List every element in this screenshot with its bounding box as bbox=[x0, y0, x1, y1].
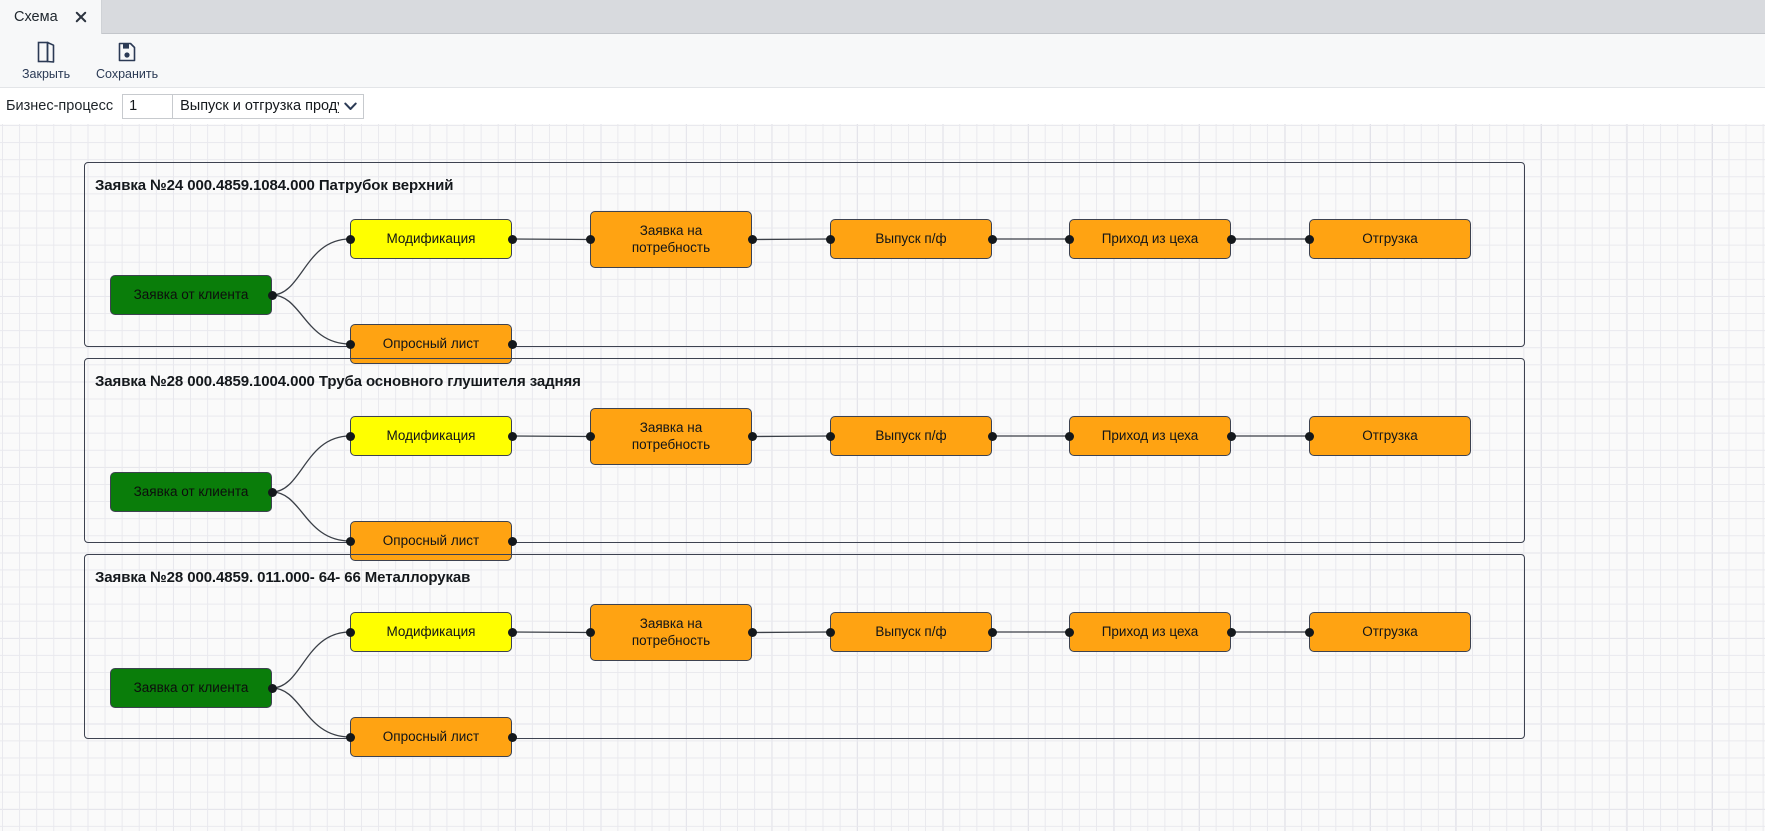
node-arrival-from-shop[interactable]: Приход из цеха bbox=[1069, 612, 1231, 652]
node-label: Модификация bbox=[386, 230, 476, 246]
node-shipment[interactable]: Отгрузка bbox=[1309, 612, 1471, 652]
business-process-select[interactable]: Выпуск и отгрузка проду bbox=[172, 93, 365, 119]
business-process-label: Бизнес-процесс bbox=[6, 98, 114, 114]
node-modification[interactable]: Модификация bbox=[350, 612, 512, 652]
node-modification[interactable]: Модификация bbox=[350, 219, 512, 259]
diagram-canvas[interactable]: Заявка №24 000.4859.1084.000 Патрубок ве… bbox=[0, 124, 1765, 831]
node-label: Отгрузка bbox=[1362, 230, 1418, 246]
business-process-select-value: Выпуск и отгрузка проду bbox=[180, 98, 340, 114]
node-label: Выпуск п/ф bbox=[875, 230, 947, 246]
tab-scheme[interactable]: Схема bbox=[0, 0, 102, 34]
diagram-group-title: Заявка №28 000.4859. 011.000- 64- 66 Мет… bbox=[95, 569, 471, 586]
parameter-bar: Бизнес-процесс 1 Выпуск и отгрузка проду bbox=[0, 88, 1765, 124]
node-survey-sheet[interactable]: Опросный лист bbox=[350, 717, 512, 757]
node-shipment[interactable]: Отгрузка bbox=[1309, 416, 1471, 456]
node-arrival-from-shop[interactable]: Приход из цеха bbox=[1069, 416, 1231, 456]
save-document-button[interactable]: Сохранить bbox=[88, 37, 166, 87]
diagram-group[interactable] bbox=[84, 358, 1525, 543]
node-semifinished-release[interactable]: Выпуск п/ф bbox=[830, 612, 992, 652]
node-semifinished-release[interactable]: Выпуск п/ф bbox=[830, 219, 992, 259]
node-semifinished-release[interactable]: Выпуск п/ф bbox=[830, 416, 992, 456]
node-label: Опросный лист bbox=[382, 532, 480, 548]
node-client-request[interactable]: Заявка от клиента bbox=[110, 275, 272, 315]
node-label: Опросный лист bbox=[382, 335, 480, 351]
node-label: Опросный лист bbox=[382, 728, 480, 744]
node-label: Приход из цеха bbox=[1101, 623, 1199, 639]
diagram-group[interactable] bbox=[84, 554, 1525, 739]
diagram-group-title: Заявка №24 000.4859.1084.000 Патрубок ве… bbox=[95, 177, 454, 194]
node-label: Модификация bbox=[386, 623, 476, 639]
node-label: Заявка от клиента bbox=[133, 286, 249, 302]
save-document-label: Сохранить bbox=[96, 67, 159, 81]
node-arrival-from-shop[interactable]: Приход из цеха bbox=[1069, 219, 1231, 259]
node-label: Заявка от клиента bbox=[133, 483, 249, 499]
door-exit-icon bbox=[36, 40, 56, 64]
node-label: Заявка от клиента bbox=[133, 679, 249, 695]
node-label: Приход из цеха bbox=[1101, 427, 1199, 443]
business-process-number-input[interactable]: 1 bbox=[122, 93, 173, 119]
close-document-button[interactable]: Закрыть bbox=[14, 37, 78, 87]
node-client-request[interactable]: Заявка от клиента bbox=[110, 668, 272, 708]
node-label: Приход из цеха bbox=[1101, 230, 1199, 246]
close-icon[interactable] bbox=[74, 10, 88, 24]
close-document-label: Закрыть bbox=[22, 67, 71, 81]
tab-strip: Схема bbox=[0, 0, 1765, 34]
tab-label: Схема bbox=[14, 9, 58, 25]
toolbar: Закрыть Сохранить 0 bbox=[0, 34, 1765, 119]
node-label: Выпуск п/ф bbox=[875, 623, 947, 639]
node-label: Выпуск п/ф bbox=[875, 427, 947, 443]
node-label: Отгрузка bbox=[1362, 623, 1418, 639]
diagram-group[interactable] bbox=[84, 162, 1525, 347]
node-shipment[interactable]: Отгрузка bbox=[1309, 219, 1471, 259]
node-label: Модификация bbox=[386, 427, 476, 443]
chevron-down-icon[interactable] bbox=[343, 95, 357, 118]
node-client-request[interactable]: Заявка от клиента bbox=[110, 472, 272, 512]
node-modification[interactable]: Модификация bbox=[350, 416, 512, 456]
diagram-group-title: Заявка №28 000.4859.1004.000 Труба основ… bbox=[95, 373, 581, 390]
floppy-disk-icon bbox=[117, 40, 137, 64]
node-label: Отгрузка bbox=[1362, 427, 1418, 443]
